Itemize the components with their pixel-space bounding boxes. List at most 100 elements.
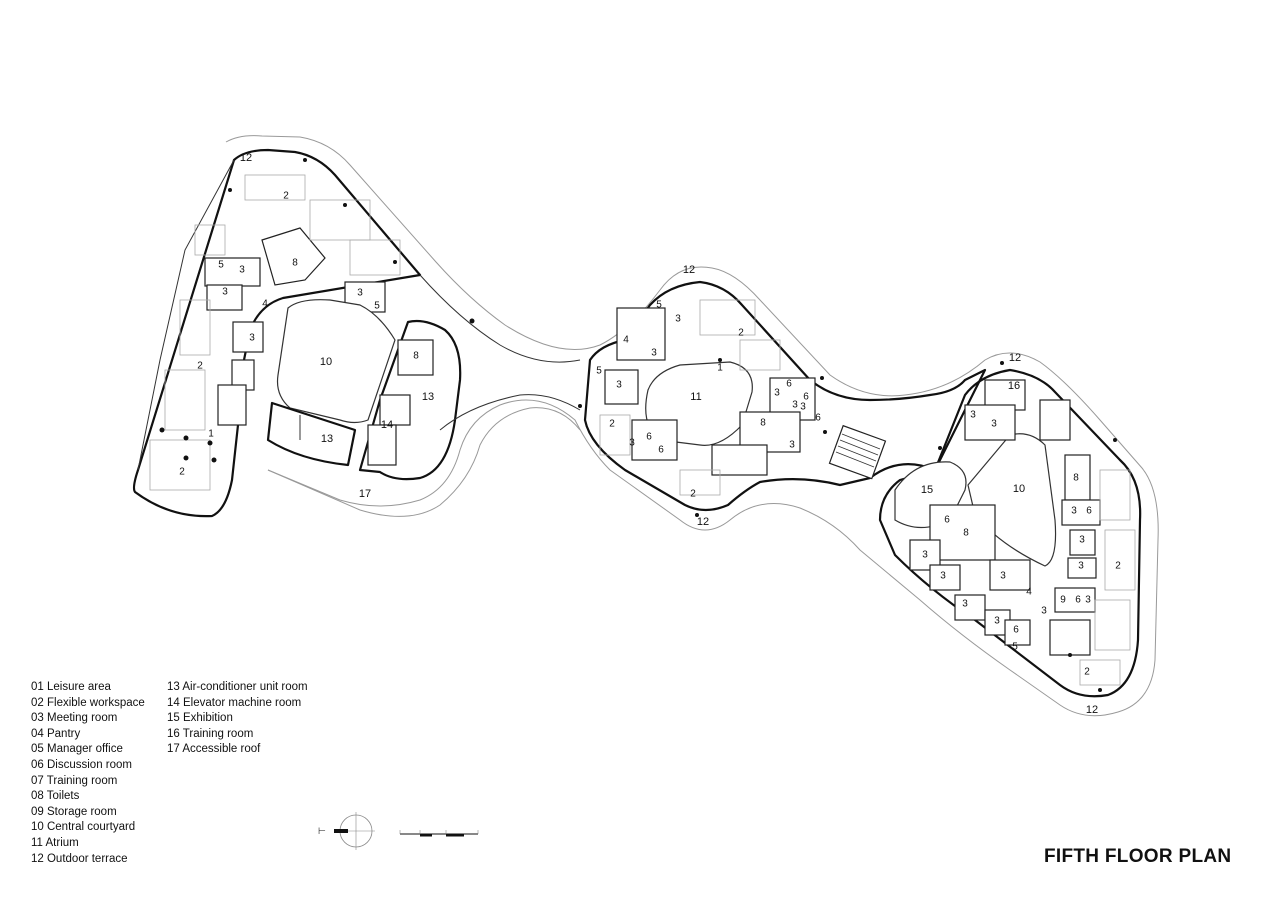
legend-item: 08 Toilets [31, 790, 80, 803]
room-number-label: 3 [1000, 571, 1006, 582]
plan-title: FIFTH FLOOR PLAN [1044, 846, 1232, 867]
room-number-label: 3 [357, 288, 363, 299]
room-number-label: 5 [218, 260, 224, 271]
room-number-label: 12 [1009, 352, 1021, 364]
room-number-label: 6 [646, 432, 652, 443]
room-number-label: 5 [596, 366, 602, 377]
legend-item: 01 Leisure area [31, 681, 111, 693]
room-number-label: 11 [690, 391, 701, 403]
room-number-label: 2 [1115, 561, 1121, 572]
room-number-label: 8 [760, 418, 766, 429]
legend-item: 16 Training room [167, 727, 254, 740]
legend-item: 14 Elevator machine room [167, 696, 302, 709]
room-number-label: 3 [1041, 606, 1047, 617]
room-number-label: 3 [774, 388, 780, 399]
legend-item: 10 Central courtyard [31, 821, 136, 834]
room-number-label: 2 [1084, 667, 1090, 678]
middle-wing [583, 280, 987, 512]
room-number-label: 3 [675, 314, 681, 325]
room-number-label: 8 [413, 351, 419, 362]
room-number-label: 3 [1085, 595, 1091, 606]
room-number-label: 12 [697, 516, 709, 528]
room-number-label: 13 [422, 391, 434, 403]
legend-item: 15 Exhibition [167, 712, 233, 725]
room-number-label: 12 [1086, 704, 1098, 716]
room-number-label: 12 [683, 264, 695, 276]
legend-item: 05 Manager office [31, 743, 123, 756]
room-number-label: 3 [222, 287, 228, 298]
room-number-label: 6 [1013, 625, 1019, 636]
room-number-label: 9 [1060, 595, 1066, 606]
central-courtyard-east [967, 433, 1057, 567]
legend-item: 13 Air-conditioner unit room [167, 681, 308, 693]
room-number-label: 8 [963, 528, 969, 539]
room-number-label: 3 [1079, 535, 1085, 546]
room-number-label: 8 [292, 258, 298, 269]
room-number-label: 5 [1012, 642, 1018, 653]
room-number-label: 6 [815, 413, 821, 424]
room-number-label: 6 [803, 392, 809, 403]
legend-item: 17 Accessible roof [167, 743, 261, 756]
north-arrow-icon: ⊢ [318, 812, 375, 850]
room-number-label: 1 [717, 363, 723, 374]
room-number-label: 10 [1013, 483, 1025, 495]
exhibition-stair [828, 424, 887, 480]
room-number-label: 16 [1008, 380, 1020, 392]
legend-column-1: 01 Leisure area 02 Flexible workspace 03 M… [31, 680, 145, 867]
room-number-label: 1 [208, 429, 214, 440]
room-number-label: 6 [786, 379, 792, 390]
room-number-label: 2 [197, 361, 203, 372]
room-number-label: 4 [262, 299, 268, 310]
room-number-label: 4 [623, 335, 629, 346]
room-number-label: 3 [792, 400, 798, 411]
room-number-label: 2 [609, 419, 615, 430]
room-number-label: 6 [1075, 595, 1081, 606]
room-number-label: 2 [179, 467, 185, 478]
room-number-label: 3 [1071, 506, 1077, 517]
room-number-label: 14 [381, 419, 393, 431]
room-number-label: 12 [240, 152, 252, 164]
legend-item: 09 Storage room [31, 805, 117, 818]
terrace-outline [225, 135, 1159, 717]
legend-item: 03 Meeting room [31, 712, 118, 725]
west-wing [132, 148, 422, 518]
room-number-label: 3 [629, 438, 635, 449]
room-number-label: 3 [1078, 561, 1084, 572]
central-courtyard-west [276, 299, 396, 424]
columns [159, 158, 1117, 692]
room-number-label: 5 [656, 300, 662, 311]
legend-item: 06 Discussion room [31, 758, 132, 771]
room-number-label: 8 [1073, 473, 1079, 484]
room-number-label: 17 [359, 488, 371, 500]
svg-text:⊢: ⊢ [318, 826, 326, 836]
room-number-label: 3 [922, 550, 928, 561]
room-number-label: 3 [994, 616, 1000, 627]
room-number-label: 10 [320, 356, 332, 368]
room-number-label: 3 [616, 380, 622, 391]
room-number-label: 6 [658, 445, 664, 456]
room-number-label: 3 [789, 440, 795, 451]
room-number-label: 3 [239, 265, 245, 276]
room-number-label: 2 [738, 328, 744, 339]
legend-item: 02 Flexible workspace [31, 696, 145, 709]
legend-item: 11 Atrium [31, 836, 79, 849]
room-number-label: 5 [374, 301, 380, 312]
room-number-label: 13 [321, 433, 333, 445]
room-number-label: 2 [690, 489, 696, 500]
legend-item: 12 Outdoor terrace [31, 852, 128, 865]
legend-item: 07 Training room [31, 774, 118, 787]
room-number-label: 3 [940, 571, 946, 582]
room-number-label: 15 [921, 484, 933, 496]
room-number-label: 6 [1086, 506, 1092, 517]
legend-column-2: 13 Air-conditioner unit room 14 Elevator … [167, 680, 308, 758]
room-number-label: 3 [991, 419, 997, 430]
legend-item: 04 Pantry [31, 727, 81, 740]
room-number-label: 3 [800, 402, 806, 413]
east-wing [878, 368, 1142, 698]
room-number-label: 3 [962, 599, 968, 610]
scale-bar-icon [399, 830, 479, 837]
meeting-room-shape [204, 257, 261, 287]
room-number-label: 2 [283, 191, 289, 202]
